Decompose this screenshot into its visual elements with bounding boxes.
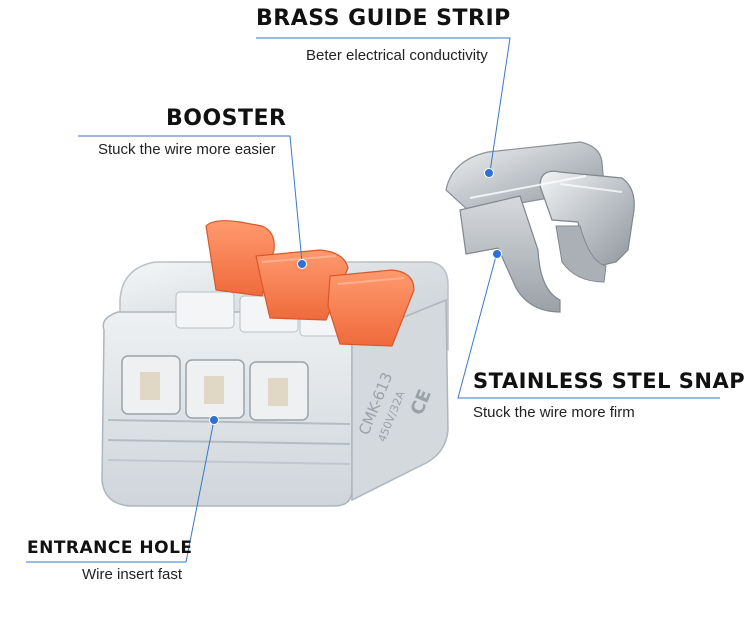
snap-marker-dot	[492, 249, 502, 259]
connector-housing	[101, 261, 449, 507]
entrance-hole-subtitle: Wire insert fast	[82, 566, 183, 583]
brass-guide-strip-title: BRASS GUIDE STRIP	[256, 6, 511, 31]
entrance-marker-dot	[209, 415, 219, 425]
leader-lines	[26, 37, 720, 563]
booster-marker-dot	[297, 259, 307, 269]
stainless-snap	[445, 141, 635, 313]
entrance-hole-title: ENTRANCE HOLE	[27, 538, 193, 558]
stainless-snap-subtitle: Stuck the wire more firm	[473, 404, 635, 421]
booster-title: BOOSTER	[166, 106, 287, 131]
entrance-holes	[121, 355, 309, 421]
brass-guide-strip-subtitle: Beter electrical conductivity	[306, 47, 488, 64]
booster-subtitle: Stuck the wire more easier	[98, 141, 276, 158]
brass-marker-dot	[484, 168, 494, 178]
stainless-snap-title: STAINLESS STEL SNAP	[473, 369, 746, 393]
booster-levers	[205, 220, 415, 347]
